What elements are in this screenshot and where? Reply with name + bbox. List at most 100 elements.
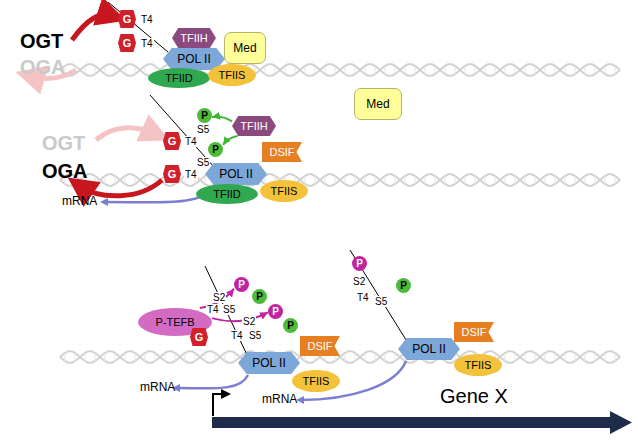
pol-ii-enzyme: POL II — [238, 352, 300, 374]
node-text: Med — [233, 42, 256, 54]
dna-rung — [185, 353, 186, 361]
dna-rung — [525, 176, 526, 184]
dna-rung — [315, 176, 316, 184]
ctd-residue-label: T4 — [356, 292, 370, 303]
dna-rung — [375, 176, 376, 184]
enzyme-label: OGA — [42, 160, 88, 182]
glcnac-mark: G — [118, 10, 136, 28]
dna-rung — [515, 353, 516, 361]
phospho-ser5-mark: P — [283, 318, 298, 333]
ctd-residue-label: S5 — [248, 330, 262, 341]
dna-strand — [60, 174, 620, 185]
node-text: G — [123, 14, 132, 25]
glcnac-mark: G — [163, 132, 181, 150]
node-text: DSIF — [269, 147, 294, 158]
dna-rung — [355, 176, 356, 184]
dna-rung — [105, 176, 106, 184]
dna-rung — [75, 353, 76, 361]
dna-rung — [535, 66, 536, 74]
dna-rung — [405, 66, 406, 74]
dna-strand — [60, 64, 620, 75]
flag-fill — [262, 142, 302, 162]
dna-rung — [535, 353, 536, 361]
dna-rung — [565, 66, 566, 74]
dna-rung — [585, 353, 586, 361]
dna-rung — [85, 66, 86, 74]
ctd-residue-label: S2 — [242, 316, 256, 327]
tss-arrow — [213, 394, 226, 416]
dna-rung — [385, 353, 386, 361]
dna-rung — [355, 66, 356, 74]
dna-rung — [595, 66, 596, 74]
dsif-factor: DSIF — [300, 336, 340, 356]
dna-rung — [575, 176, 576, 184]
dna-rung — [105, 66, 106, 74]
tfiis-factor: TFIIS — [454, 354, 502, 376]
phospho-ser5-mark: P — [252, 289, 267, 304]
dna-rung — [375, 353, 376, 361]
flag-fill — [300, 336, 340, 356]
dna-rung — [595, 353, 596, 361]
dna-rung — [235, 353, 236, 361]
dna-rung — [325, 176, 326, 184]
ctd-tail — [205, 266, 248, 357]
dna-rung — [555, 353, 556, 361]
ctd-residue-label: T4 — [184, 136, 198, 147]
dna-rung — [355, 353, 356, 361]
ctd-residue-label: T4 — [140, 14, 154, 25]
dna-rung — [615, 353, 616, 361]
hex-fill — [118, 34, 136, 52]
node-text: P — [287, 321, 294, 331]
dsif-factor: DSIF — [454, 322, 494, 342]
dna-rung — [285, 66, 286, 74]
node-text: P-TEFB — [155, 317, 194, 328]
dna-rung — [275, 66, 276, 74]
ogt-faded-arrow — [96, 128, 156, 140]
ctd-residue-label: T4 — [140, 38, 154, 49]
dna-rung — [365, 353, 366, 361]
transcript-label: mRNA — [140, 381, 175, 394]
ctd-residue-label: S5 — [222, 304, 236, 315]
dna-rung — [425, 176, 426, 184]
dna-rung — [445, 176, 446, 184]
dna-rung — [205, 176, 206, 184]
dna-rung — [415, 176, 416, 184]
ctd-tail — [350, 250, 408, 343]
dna-rung — [345, 176, 346, 184]
ctd-residue-label: S5 — [196, 124, 210, 135]
dna-rung — [615, 176, 616, 184]
hex-fill — [232, 116, 276, 136]
dna-rung — [105, 353, 106, 361]
node-text: TFIID — [213, 189, 241, 200]
dna-rung — [605, 66, 606, 74]
dna-rung — [175, 353, 176, 361]
node-text: POL II — [412, 343, 446, 355]
dna-rung — [155, 353, 156, 361]
dna-rung — [365, 66, 366, 74]
gene-body — [212, 417, 612, 428]
dna-rung — [455, 176, 456, 184]
dna-rung — [125, 66, 126, 74]
dna-rung — [115, 353, 116, 361]
dna-rung — [315, 66, 316, 74]
dna-rung — [475, 176, 476, 184]
enzyme-label: OGT — [20, 30, 63, 52]
dna-rung — [125, 176, 126, 184]
ctd-residue-label: T4 — [184, 169, 198, 180]
enzyme-label: OGA — [20, 56, 66, 78]
dna-rung — [585, 66, 586, 74]
mediator-complex: Med — [224, 32, 266, 64]
dna-rung — [145, 66, 146, 74]
dna-rung — [305, 176, 306, 184]
node-text: POL II — [219, 168, 253, 180]
ctd-residue-label: S5 — [196, 157, 210, 168]
phospho-ser2-mark: P — [268, 304, 283, 319]
dna-rung — [95, 66, 96, 74]
node-text: G — [195, 332, 204, 343]
dna-rung — [65, 353, 66, 361]
glcnac-mark: G — [190, 328, 208, 346]
ctd-residue-label: S2 — [212, 292, 226, 303]
dna-rung — [135, 176, 136, 184]
node-text: P — [400, 281, 407, 291]
dna-rung — [515, 176, 516, 184]
